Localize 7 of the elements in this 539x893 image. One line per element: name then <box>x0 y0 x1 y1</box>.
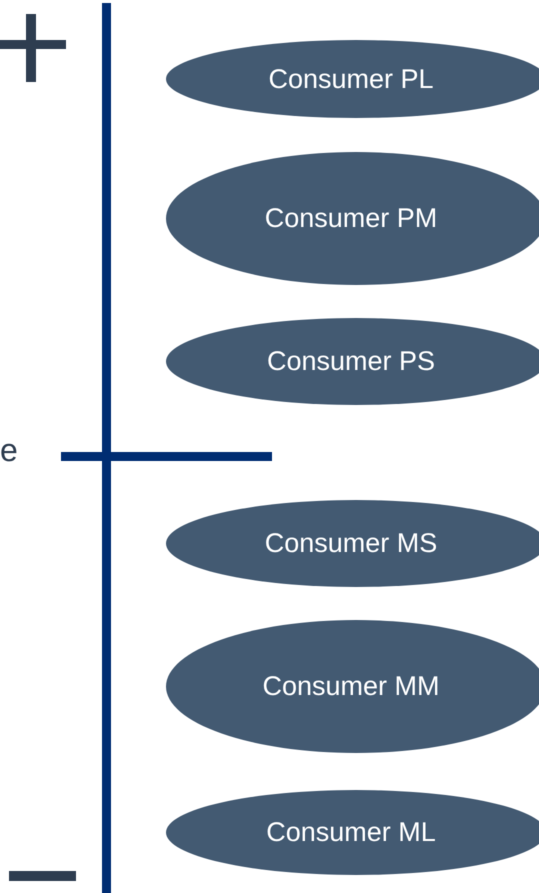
node-label: Consumer ML <box>266 817 436 848</box>
axis-label: e <box>0 432 18 469</box>
node-label: Consumer PS <box>266 346 436 377</box>
node-label: Consumer MS <box>264 528 438 559</box>
node-label: Consumer PL <box>268 64 434 94</box>
node-label: Consumer PM <box>264 203 438 234</box>
node-label: Consumer MM <box>262 671 440 702</box>
